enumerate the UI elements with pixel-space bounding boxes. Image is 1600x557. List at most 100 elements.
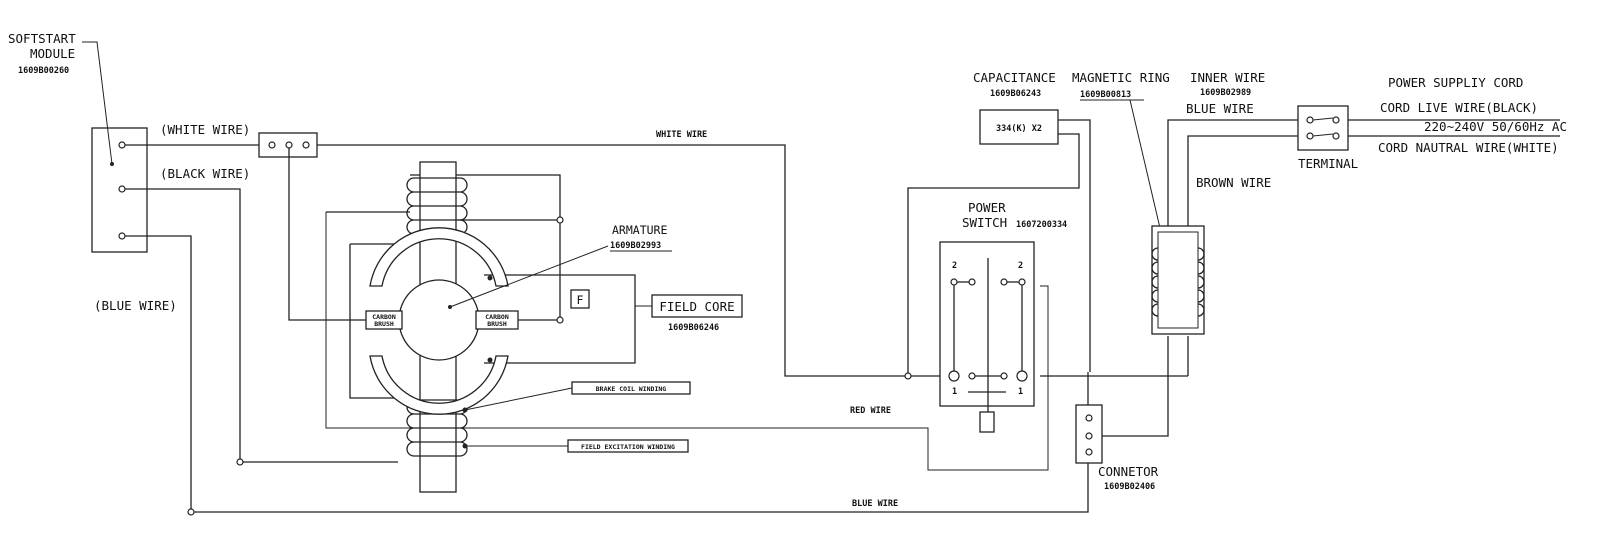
power-cord-neutral: CORD NAUTRAL WIRE(WHITE): [1378, 140, 1559, 155]
splice-pin-1: [268, 141, 276, 149]
blue-wire-terminal: [1167, 119, 1298, 226]
blue-wire-bottom-label: BLUE WIRE: [852, 499, 898, 509]
terminal-pin-1: [1306, 116, 1314, 124]
carbon-brush-right: [475, 310, 519, 330]
brake-coil-box: [571, 381, 691, 395]
ring-coil-left: [1151, 247, 1159, 317]
capacitor-wire-a: [907, 133, 1080, 376]
black-wire-left-label: (BLACK WIRE): [160, 166, 250, 181]
capacitor-value: 334(K) X2: [996, 124, 1042, 134]
capacitor-node: [904, 372, 912, 380]
softstart-part-no: 1609B00260: [18, 66, 69, 76]
softstart-module: SOFTSTART MODULE 1609B00260: [8, 31, 148, 253]
terminal: TERMINAL: [1297, 105, 1358, 171]
terminal-link-1: [1312, 117, 1334, 121]
power-cord-live: CORD LIVE WIRE(BLACK): [1380, 100, 1538, 115]
connector-to-ring-wire: [1090, 336, 1169, 437]
capacitor-box: [979, 109, 1059, 145]
brake-coil-leader: [464, 387, 573, 411]
capacitance-title: CAPACITANCE: [973, 70, 1056, 85]
upper-pole-shoe: [369, 227, 509, 287]
field-excitation-box: [567, 439, 689, 453]
switch-pos-top-right: 2: [1018, 261, 1023, 271]
softstart-leader-dot: [110, 162, 114, 166]
power-switch-part-no: 1607200334: [1016, 220, 1067, 230]
switch-contact-3: [1000, 278, 1008, 286]
switch-contact-8: [1016, 370, 1028, 382]
capacitance: CAPACITANCE 1609B06243 334(K) X2: [973, 70, 1059, 145]
softstart-title-2: MODULE: [30, 46, 75, 61]
carbon-brush-left-l2: BRUSH: [374, 320, 394, 328]
terminal-link-2: [1312, 133, 1334, 137]
softstart-terminal-blue: [118, 232, 126, 240]
terminal-title: TERMINAL: [1298, 156, 1358, 171]
softstart-leader: [82, 41, 113, 165]
softstart-terminal-black: [118, 185, 126, 193]
ring-coil-right: [1197, 247, 1205, 317]
red-wire-label: RED WIRE: [850, 406, 891, 416]
power-cord-title: POWER SUPPLIY CORD: [1388, 75, 1523, 90]
terminal-pin-4: [1332, 132, 1340, 140]
carbon-brush-right-l1: CARBON: [485, 313, 509, 321]
capacitance-part-no: 1609B06243: [990, 89, 1041, 99]
switch-spring: [979, 411, 995, 433]
blue-wire-node: [187, 508, 195, 516]
brown-wire-label: BROWN WIRE: [1196, 175, 1271, 190]
terminal-box: [1297, 105, 1349, 151]
field-core-loop: [484, 274, 636, 364]
brush-feed-wire: [288, 148, 366, 321]
upper-coil-loops-l: [406, 177, 415, 235]
power-switch-title-2: SWITCH: [962, 215, 1007, 230]
switch-contact-6: [968, 372, 976, 380]
field-excitation-label: FIELD EXCITATION WINDING: [581, 443, 675, 451]
magnetic-ring-body: [1151, 225, 1205, 335]
field-core-title: FIELD CORE: [659, 299, 734, 314]
softstart-terminal-white: [118, 141, 126, 149]
power-cord-voltage: 220~240V 50/60Hz AC: [1424, 119, 1567, 134]
magnetic-ring: [1151, 225, 1205, 335]
white-wire-label: WHITE WIRE: [656, 130, 707, 140]
switch-contact-5: [948, 370, 960, 382]
white-wire-main: [317, 144, 940, 377]
softstart-title-1: SOFTSTART: [8, 31, 76, 46]
switch-pos-top-left: 2: [952, 261, 957, 271]
brake-coil-label: BRAKE COIL WINDING: [596, 385, 667, 393]
field-tap-node: [556, 216, 564, 224]
carbon-brush-left: [365, 310, 403, 330]
red-wire: [325, 212, 1049, 471]
motor: CARBON BRUSH CARBON BRUSH: [365, 161, 519, 493]
magnetic-ring-leader: [1129, 99, 1161, 229]
power-cord: POWER SUPPLIY CORD CORD LIVE WIRE(BLACK)…: [1378, 75, 1567, 155]
black-wire: [125, 188, 398, 463]
black-wire-node: [236, 458, 244, 466]
white-wire-left-label: (WHITE WIRE): [160, 122, 250, 137]
splice-pin-2: [285, 141, 293, 149]
switch-pos-bottom-right: 1: [1018, 387, 1023, 397]
armature-leader: [449, 245, 609, 308]
field-core-part-no: 1609B06246: [668, 323, 719, 333]
upper-coil-turns: [414, 177, 460, 235]
magnetic-ring-title: MAGNETIC RING: [1072, 70, 1170, 85]
armature: [398, 279, 480, 361]
brush-right-node: [556, 316, 564, 324]
inner-wire-title: INNER WIRE: [1190, 70, 1265, 85]
switch-contact-2: [968, 278, 976, 286]
magnetic-ring-inner: [1157, 231, 1199, 329]
carbon-brush-right-l2: BRUSH: [487, 320, 507, 328]
switch-contact-1: [950, 278, 958, 286]
switch-contact-7: [1000, 372, 1008, 380]
capacitor-wire-b: [1058, 119, 1091, 372]
upper-field-loop: [410, 174, 561, 321]
connector-pin-2: [1085, 432, 1093, 440]
field-marker-box: [570, 289, 590, 309]
wires: [125, 119, 1560, 516]
pole-shoe-tap-lower: [487, 357, 493, 363]
power-switch: POWER SWITCH 1607200334 2 2 1 1: [939, 200, 1067, 433]
connector: CONNETOR 1609B02406: [1075, 404, 1159, 492]
upper-field-coil: [406, 177, 468, 235]
switch-pos-bottom-left: 1: [952, 387, 957, 397]
armature-part-no: 1609B02993: [610, 241, 661, 251]
blue-wire-right-label: BLUE WIRE: [1186, 101, 1254, 116]
